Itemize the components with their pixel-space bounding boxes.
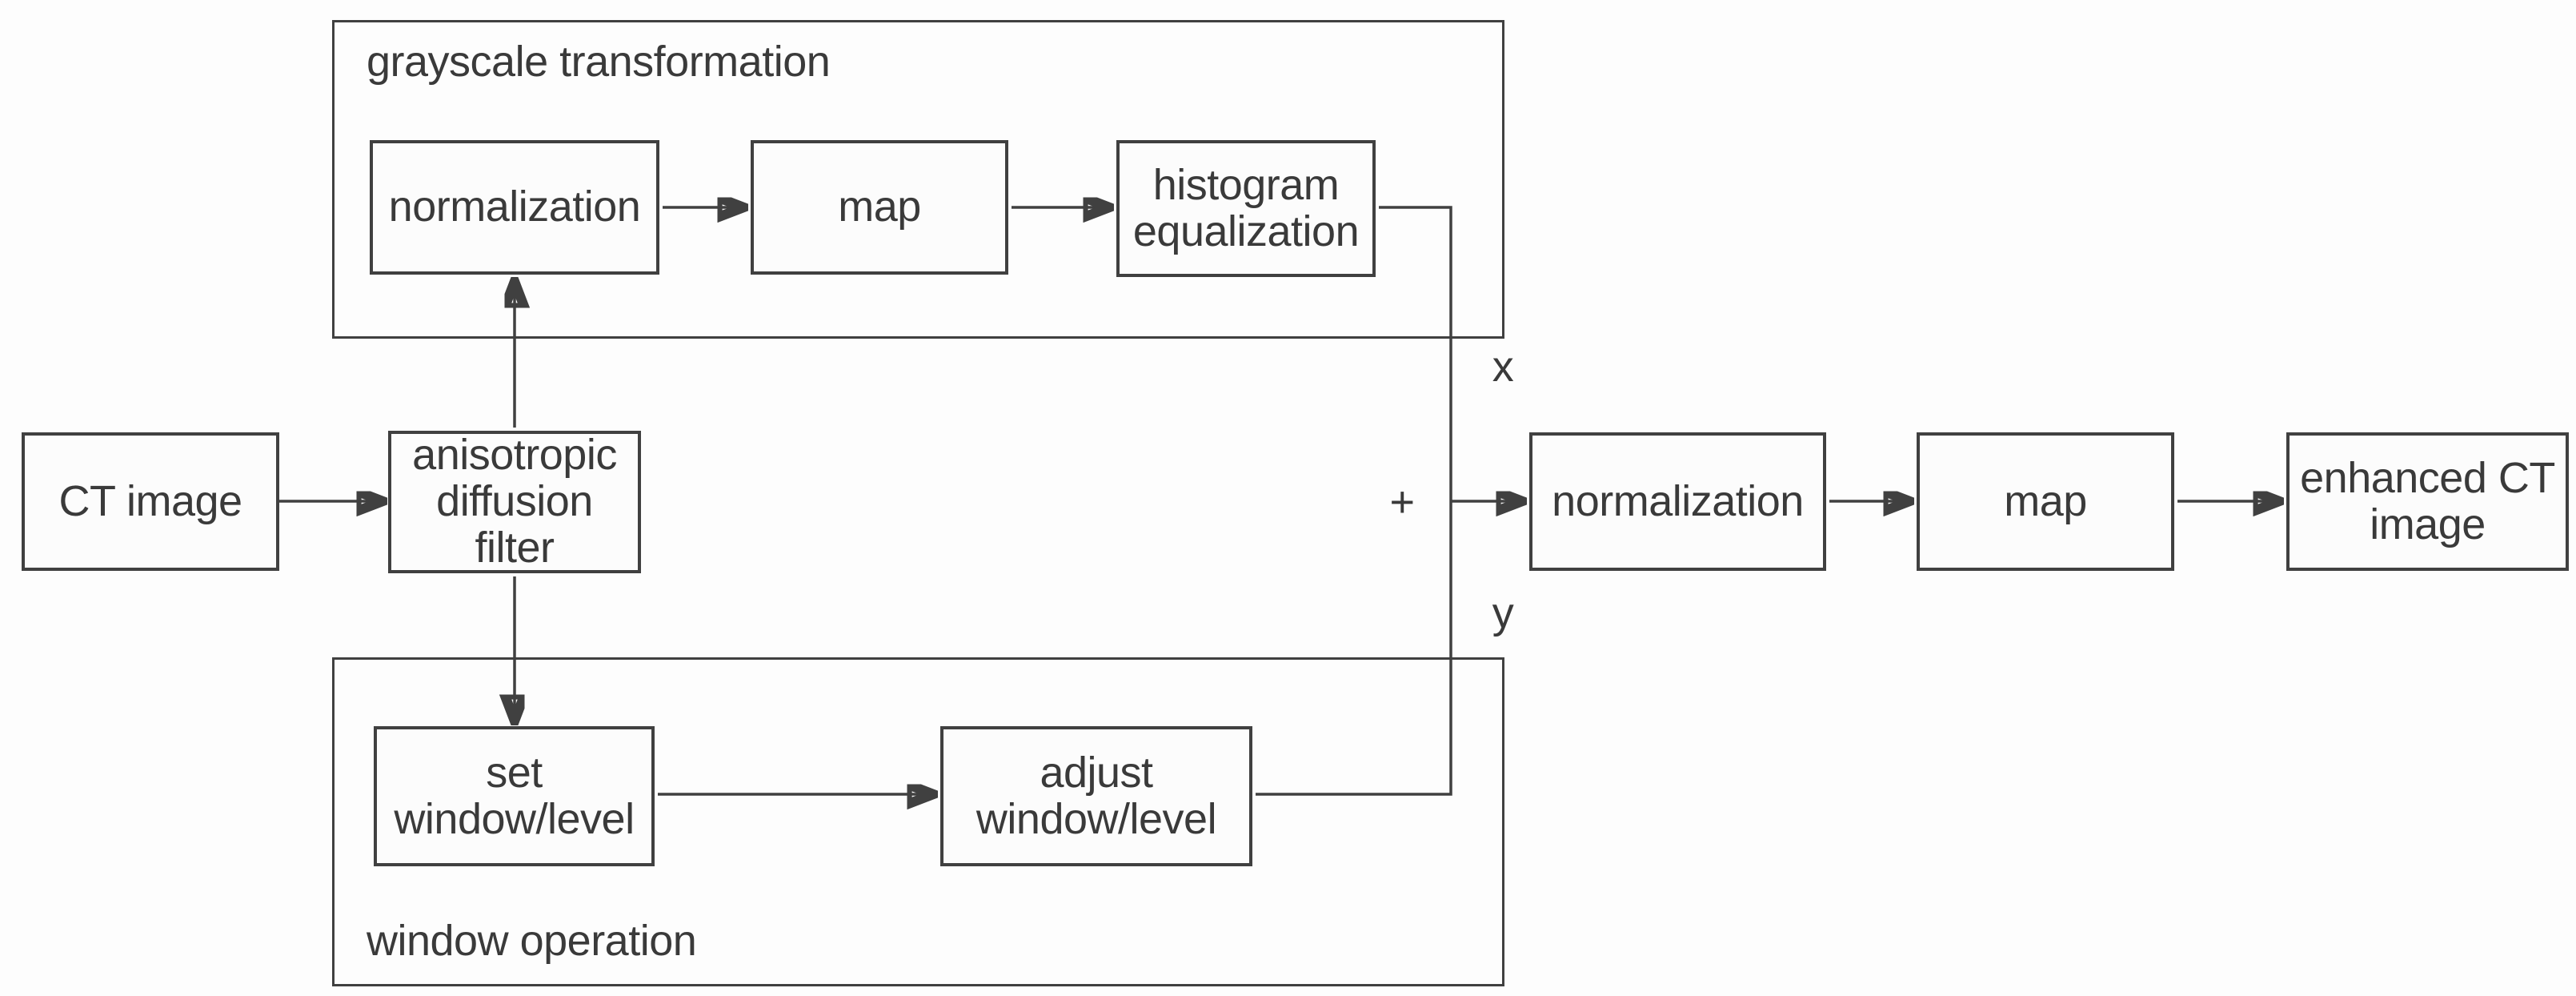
node-enhanced-ct-image: enhanced CT image [2286, 432, 2569, 571]
node-map-output-label: map [2004, 476, 2087, 525]
node-map-grayscale-label: map [838, 183, 921, 231]
node-histogram-equalization: histogram equalization [1116, 140, 1376, 277]
node-ct-image: CT image [22, 432, 279, 571]
group-window-operation [332, 657, 1504, 986]
node-adjust-window-level-label: adjust window/level [976, 748, 1217, 843]
edge-histogram-to-junction [1379, 206, 1452, 501]
node-histogram-equalization-label: histogram equalization [1132, 160, 1360, 255]
node-normalization-output: normalization [1529, 432, 1826, 571]
edge-label-plus: + [1389, 478, 1415, 526]
node-ct-image-label: CT image [58, 476, 242, 525]
node-normalization-grayscale: normalization [370, 140, 659, 275]
edge-label-x: x [1492, 343, 1514, 391]
group-grayscale-title: grayscale transformation [367, 38, 831, 86]
node-anisotropic-diffusion-filter: anisotropic diffusion filter [388, 431, 641, 573]
group-grayscale-transformation [332, 20, 1504, 339]
node-normalization-output-label: normalization [1552, 476, 1804, 525]
node-map-output: map [1917, 432, 2174, 571]
node-set-window-level: set window/level [374, 726, 655, 866]
edge-adjust-to-junction [1256, 501, 1452, 796]
node-set-window-level-label: set window/level [394, 748, 635, 843]
group-window-title: window operation [367, 917, 697, 965]
node-enhanced-ct-image-label: enhanced CT image [2300, 453, 2555, 548]
node-map-grayscale: map [751, 140, 1008, 275]
node-normalization-grayscale-label: normalization [388, 183, 641, 231]
edge-label-y: y [1492, 589, 1514, 637]
node-adjust-window-level: adjust window/level [940, 726, 1252, 866]
node-anisotropic-diffusion-filter-label: anisotropic diffusion filter [412, 431, 617, 572]
